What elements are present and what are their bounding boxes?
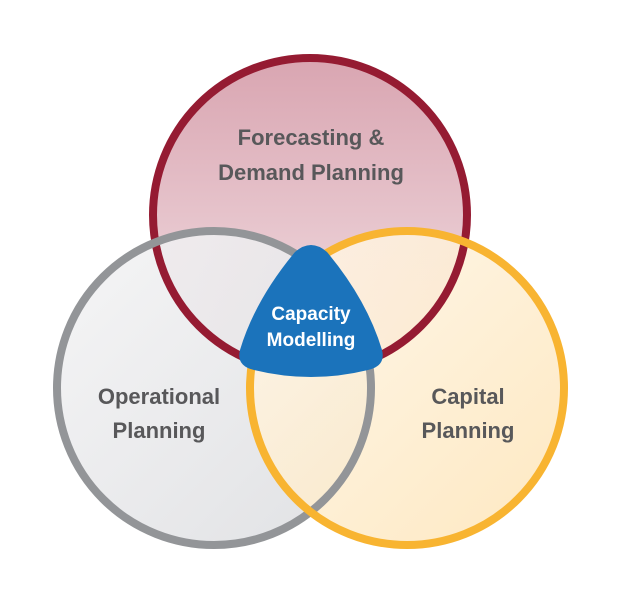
operational-label-line-2: Planning: [113, 418, 206, 443]
operational-label-line-1: Operational: [98, 384, 220, 409]
capacity-label-line-2: Modelling: [267, 330, 356, 351]
capital-label-line-1: Capital: [431, 384, 504, 409]
capacity-modelling-shape: [239, 245, 383, 377]
capital-circle: [246, 227, 568, 549]
forecasting-label-line-2: Demand Planning: [218, 160, 404, 185]
forecasting-label-line-1: Forecasting &: [238, 125, 385, 150]
operational-circle: [53, 227, 375, 549]
capacity-label-line-1: Capacity: [271, 304, 351, 325]
capital-label-line-2: Planning: [422, 418, 515, 443]
